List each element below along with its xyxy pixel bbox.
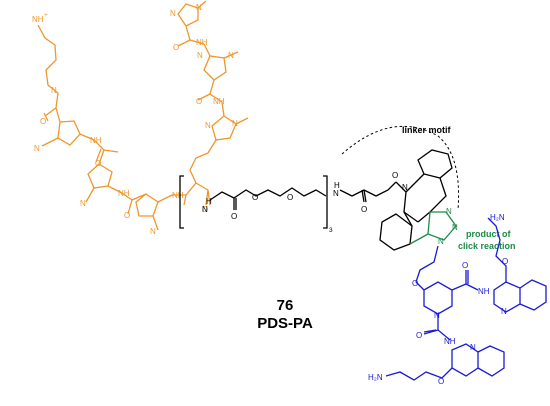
linker-h-label-2: H [334, 181, 340, 190]
nh-label-4: NH [213, 97, 225, 106]
linker-n-label-2: N [333, 189, 339, 198]
peg-linker [179, 175, 397, 229]
linker-motif-arc [341, 125, 460, 211]
pds-nh-label-1: NH [478, 287, 490, 296]
peg-labels: H N O O O 3 H N O O [202, 171, 398, 234]
linker-carbonyl-o: O [231, 212, 237, 221]
polyamide-labels: NH + N O N NH O N NH O N NH O N N NH O N… [32, 3, 238, 236]
ring-n-label: N [402, 183, 408, 192]
pds-nh-label-2: NH [444, 337, 456, 346]
pds-ether-o-1: O [412, 279, 418, 288]
imidazole-nme-label-1: N [232, 119, 238, 128]
carbonyl-o-label-2: O [95, 159, 101, 168]
linker-carbonyl-o-2: O [361, 205, 367, 214]
triazole-labels: N N N [438, 207, 458, 246]
triazole-fragment [409, 211, 457, 245]
nh-label-5: NH [196, 38, 208, 47]
pds-fragment [385, 217, 547, 381]
ammonium-charge: + [44, 12, 48, 19]
nh-label-3: NH [172, 191, 184, 200]
imidazole-nme-label-2: N [228, 51, 234, 60]
pds-carbonyl-o-1: O [462, 261, 468, 270]
nh-label-2: NH [118, 189, 130, 198]
pyrrole-n-label-2: N [80, 199, 86, 208]
click-label-line1: product of [466, 229, 511, 239]
ether-o-1: O [252, 193, 258, 202]
carbonyl-o-label-3: O [124, 211, 130, 220]
linker-carbonyl-o-3: O [392, 171, 398, 180]
amine-label-top: H₂N [490, 213, 505, 222]
carbonyl-o-label-6: O [173, 43, 179, 52]
imidazole-n-label-2: N [197, 51, 203, 60]
imidazole-n-label-1: N [205, 121, 211, 130]
triazole-n-3: N [438, 237, 444, 246]
pds-ether-o-2: O [502, 257, 508, 266]
linker-n-label-1: N [202, 205, 208, 214]
imidazole-nme-label-3: N [196, 3, 202, 12]
compound-number: 76 [277, 297, 294, 314]
dibenzo-ring [379, 149, 453, 251]
click-label-line2: click reaction [458, 241, 516, 251]
pds-labels: O N O NH N O H₂N O NH N O H₂N [368, 213, 508, 386]
amine-label-bottom: H₂N [368, 373, 383, 382]
pyrrole-n-label-3: N [150, 227, 156, 236]
pyridine-n-label: N [434, 311, 440, 320]
quinoline-n-label-1: N [501, 307, 507, 316]
carbonyl-o-label: O [40, 117, 46, 126]
pds-carbonyl-o-2: O [416, 331, 422, 340]
linker-motif-label: linker motif [402, 125, 452, 135]
pyrrole-n-label: N [34, 144, 40, 153]
ether-o-2: O [287, 193, 293, 202]
polyamide-fragment [37, 0, 249, 231]
repeat-subscript: 3 [329, 227, 333, 234]
triazole-n-1: N [446, 207, 452, 216]
compound-name: PDS-PA [257, 315, 313, 332]
quinoline-n-label-2: N [470, 343, 476, 352]
pds-ether-o-3: O [438, 377, 444, 386]
triazole-n-2: N [452, 223, 458, 232]
imidazole-n-label-3: N [170, 9, 176, 18]
amide-n-label: N [51, 86, 57, 95]
ammonium-label: NH [32, 15, 44, 24]
nh-label-1: NH [90, 136, 102, 145]
carbonyl-o-label-5: O [196, 97, 202, 106]
carbonyl-o-label-4: O [202, 205, 208, 214]
linker-nh-label-1: H [206, 197, 212, 206]
